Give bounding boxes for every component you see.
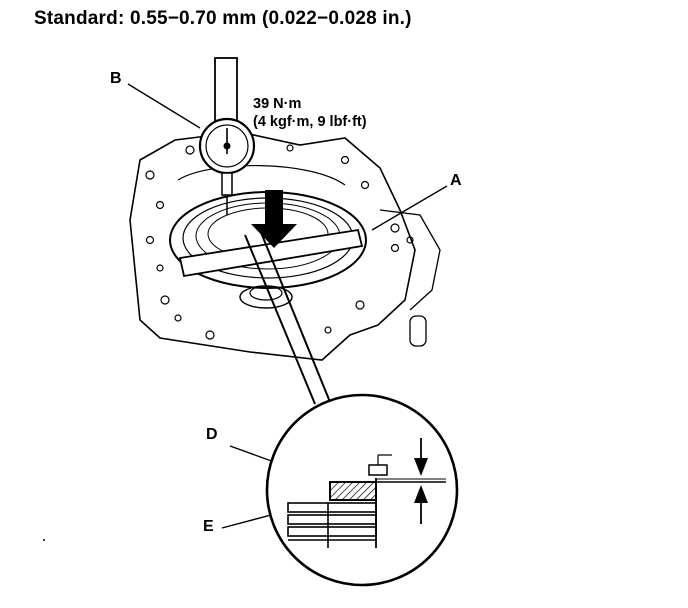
standard-spec-title: Standard: 0.55−0.70 mm (0.022−0.028 in.) <box>34 8 412 29</box>
torque-spec: 39 N·m (4 kgf·m, 9 lbf·ft) <box>253 95 367 131</box>
stray-mark <box>43 539 45 541</box>
housing-bolt-holes <box>145 144 414 340</box>
clutch-discs <box>287 502 377 548</box>
dial-indicator <box>198 57 256 215</box>
clutch-end-plate <box>329 481 377 501</box>
detail-view <box>287 438 446 548</box>
callout-e: E <box>203 518 214 535</box>
clearance-gauge <box>368 464 388 476</box>
callout-a: A <box>450 172 462 189</box>
callout-d: D <box>206 426 218 443</box>
detail-connector <box>244 229 331 405</box>
torque-metric: 39 N·m <box>253 96 302 112</box>
straight-edge <box>178 228 364 278</box>
callout-b: B <box>110 70 122 87</box>
torque-imperial: (4 kgf·m, 9 lbf·ft) <box>253 114 367 130</box>
